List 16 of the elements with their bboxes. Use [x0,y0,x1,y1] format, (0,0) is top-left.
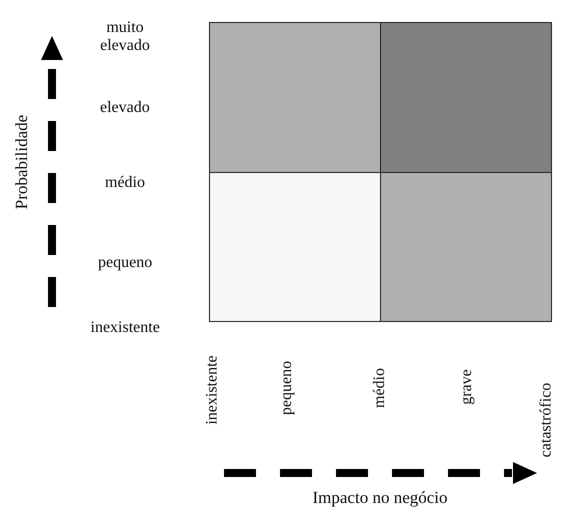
axis-tick-label: muito elevado [99,19,151,55]
matrix-cell [380,22,552,173]
axis-tick-label: pequeno [98,254,152,272]
axis-tick-label: pequeno [278,360,296,416]
axis-title: Probabilidade [13,114,32,210]
axis-tick-label: inexistente [90,319,160,337]
axis-tick-label: médio [105,174,145,192]
axis-tick-label: médio [371,368,389,408]
axis-tick-label: catastrófico [536,382,555,458]
matrix-cell [209,172,381,322]
axis-tick-label: inexistente [203,355,222,425]
axis-title: Impacto no negócio [312,489,448,507]
matrix-cell [380,172,552,322]
axis-tick-label: elevado [100,99,150,117]
axis-tick-label: grave [458,369,476,405]
matrix-cell [209,22,381,173]
